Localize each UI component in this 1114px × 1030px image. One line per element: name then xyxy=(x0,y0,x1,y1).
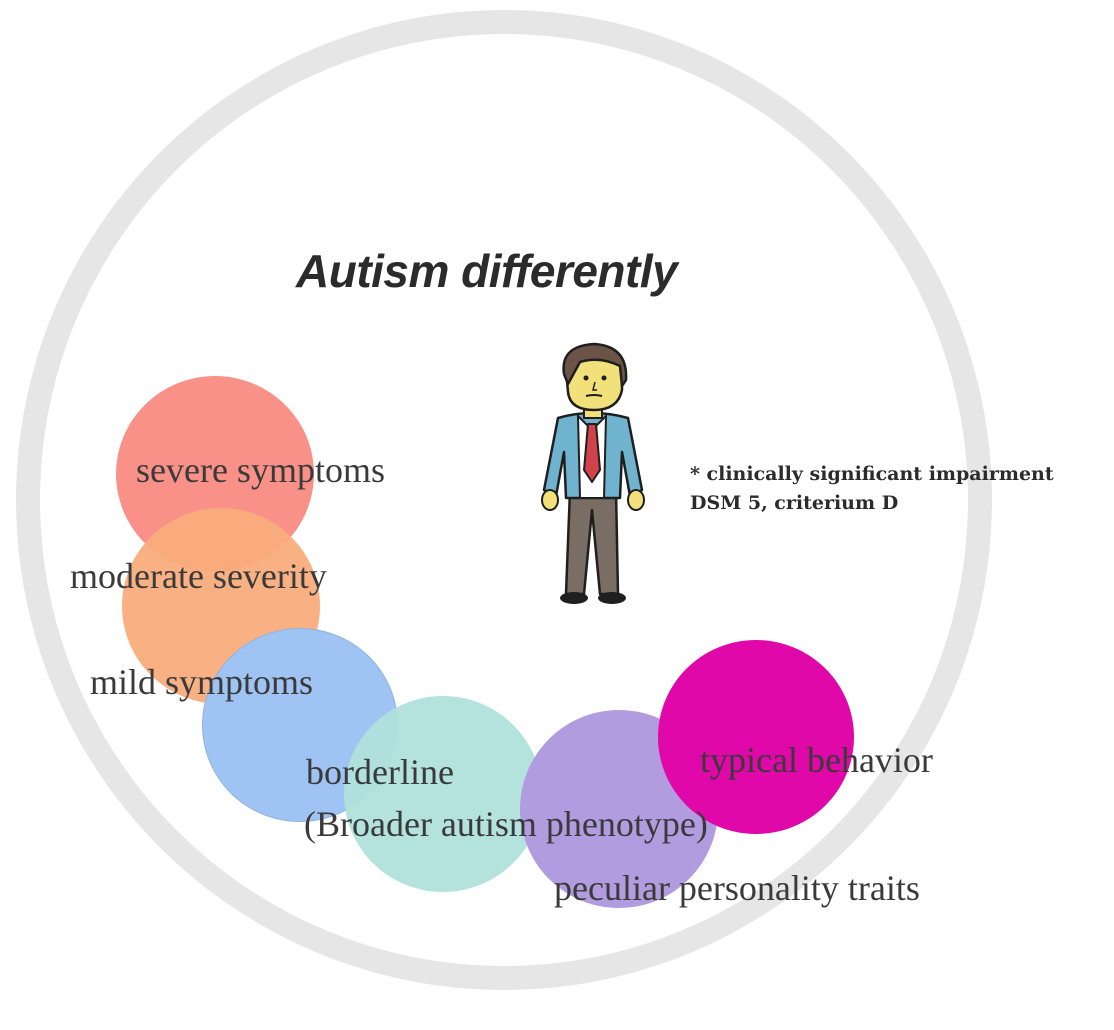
businessman-figure-icon xyxy=(541,342,645,604)
label-severe-symptoms: severe symptoms xyxy=(136,450,385,490)
label-broader-autism-phenotype: (Broader autism phenotype) xyxy=(304,804,708,844)
label-mild-symptoms: mild symptoms xyxy=(90,662,314,702)
note-line-2: DSM 5, criterium D xyxy=(690,491,899,514)
impairment-note: * clinically significant impairment DSM … xyxy=(690,460,1054,517)
diagram-title: Autism differently xyxy=(296,245,678,297)
label-borderline: borderline xyxy=(306,752,454,792)
bubble-borderline xyxy=(344,696,542,892)
label-typical-behavior: typical behavior xyxy=(700,740,933,780)
label-moderate-severity: moderate severity xyxy=(70,556,327,596)
label-peculiar-traits: peculiar personality traits xyxy=(554,868,920,908)
note-line-1: * clinically significant impairment xyxy=(690,463,1054,485)
bubble-typical-behavior xyxy=(658,640,854,834)
